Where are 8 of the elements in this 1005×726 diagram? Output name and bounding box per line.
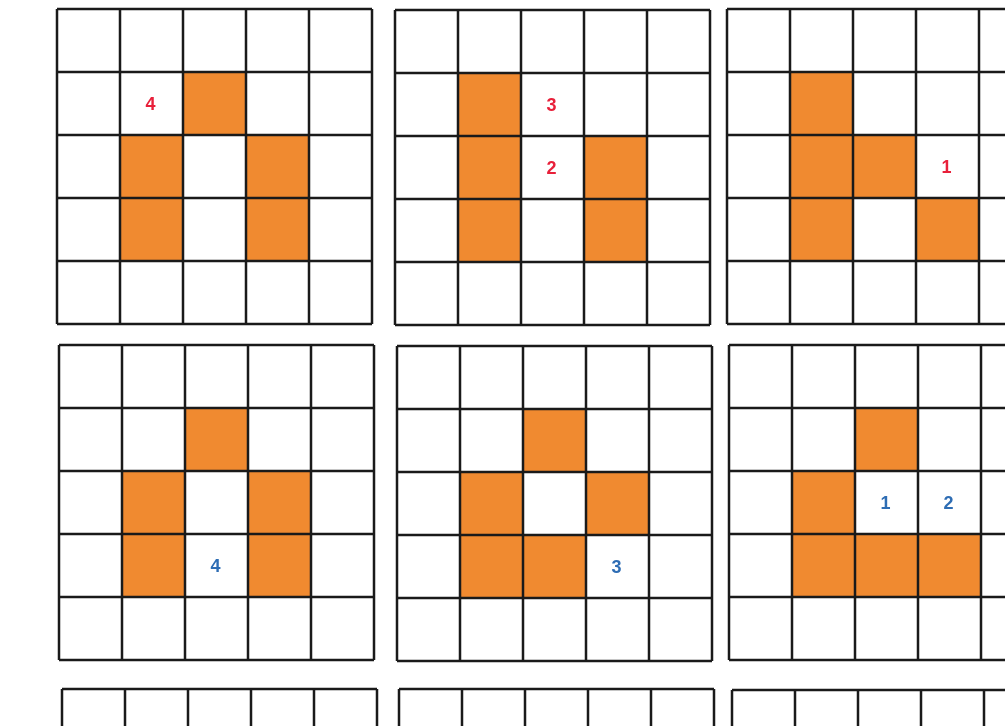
cell-number: 4 [145,94,156,113]
cell-number: 1 [941,157,952,176]
cell-number: 1 [880,493,891,512]
cell-number: 3 [546,95,557,114]
cell-number: 2 [943,493,954,512]
cell-number: 3 [611,557,622,576]
cell-number: 4 [210,556,221,575]
cell-number: 2 [546,158,557,177]
